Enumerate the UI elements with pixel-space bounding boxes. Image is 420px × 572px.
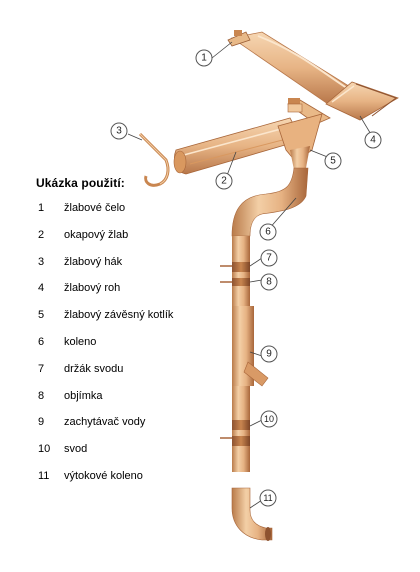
legend-number: 2 [38,228,45,241]
legend-label: výtokové koleno [64,469,143,482]
svg-text:11: 11 [263,493,272,503]
legend-label: objímka [64,389,103,402]
svg-text:7: 7 [266,253,272,264]
legend-item: 1 žlabové čelo [36,202,226,229]
legend-label: koleno [64,335,97,348]
svg-text:3: 3 [116,126,122,137]
legend-label: žlabový hák [64,255,123,268]
callout-11: 11 [259,489,277,507]
svg-text:6: 6 [265,227,271,238]
callout-1: 1 [195,49,213,67]
legend-item: 5 žlabový závěsný kotlík [36,309,226,336]
upper-gutter [227,30,353,105]
legend-number: 10 [38,443,51,456]
outlet-elbow [231,487,273,541]
downpipe-upper [220,236,250,306]
legend-number: 7 [38,362,45,375]
legend: Ukázka použití: 1 žlabové čelo 2 okapový ž… [36,176,226,497]
legend-label: zachytávač vody [64,416,146,429]
callout-9: 9 [260,345,278,363]
legend-label: žlabový roh [64,282,121,295]
legend-item: 3 žlabový hák [36,256,226,283]
downpipe-lower [220,406,250,472]
legend-title: Ukázka použití: [36,176,125,190]
gutter-hook [138,132,170,187]
svg-text:1: 1 [201,53,207,64]
main-gutter [173,117,303,175]
legend-number: 1 [38,202,45,214]
legend-label: držák svodu [64,362,124,375]
legend-item: 9 zachytávač vody [36,416,226,443]
legend-label: žlabové čelo [64,202,126,214]
callout-6: 6 [259,223,277,241]
callout-4: 4 [364,131,382,149]
svg-text:9: 9 [266,349,272,360]
legend-number: 4 [38,282,45,295]
svg-text:4: 4 [370,135,376,146]
svg-text:5: 5 [330,156,336,167]
legend-item: 6 koleno [36,336,226,363]
svg-text:2: 2 [221,176,227,187]
legend-item: 2 okapový žlab [36,229,226,256]
water-diverter [232,306,269,406]
legend-number: 8 [38,389,45,402]
legend-item: 4 žlabový roh [36,282,226,309]
legend-label: žlabový závěsný kotlík [64,309,174,322]
gutter-corner [325,81,399,121]
legend-number: 11 [38,469,50,482]
legend-number: 3 [38,255,45,268]
callout-2: 2 [215,172,233,190]
callout-7: 7 [260,249,278,267]
callout-10: 10 [260,410,278,428]
legend-item: 11 výtokové koleno [36,470,226,497]
legend-number: 6 [38,335,45,348]
legend-item: 8 objímka [36,390,226,417]
legend-item: 10 svod [36,443,226,470]
svg-text:8: 8 [266,277,272,288]
legend-item: 7 držák svodu [36,363,226,390]
legend-label: okapový žlab [64,228,129,241]
legend-label: svod [64,443,88,456]
legend-number: 9 [38,416,45,429]
svg-text:10: 10 [264,414,274,424]
legend-number: 5 [38,309,45,322]
callout-3: 3 [110,122,128,140]
callout-8: 8 [260,273,278,291]
callout-5: 5 [324,152,342,170]
